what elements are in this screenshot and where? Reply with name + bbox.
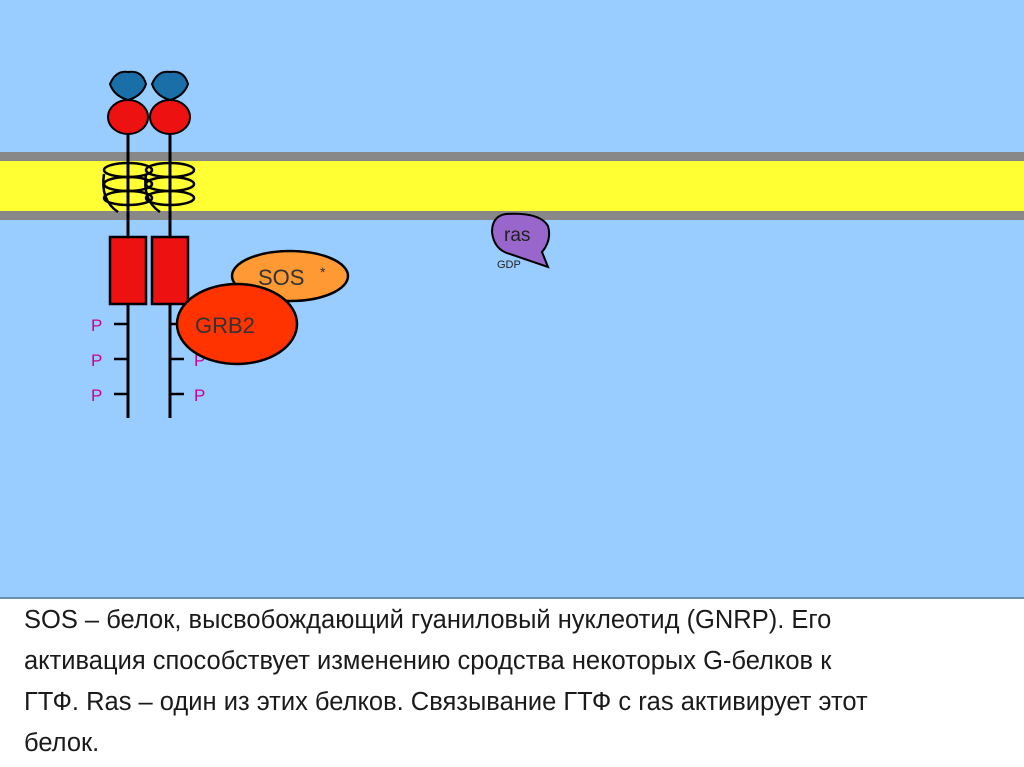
receptor-chain-2: P P (144, 70, 205, 418)
grb2-label: GRB2 (195, 313, 255, 338)
grb2-shape (175, 282, 299, 366)
signaling-diagram: P P P P P (0, 70, 1024, 418)
ras-shape (490, 212, 551, 269)
phosphate-label: P (194, 351, 205, 370)
caption-line: SOS – белок, высвобождающий гуаниловый н… (24, 606, 832, 634)
caption-line: белок. (24, 729, 100, 757)
ligand-2 (150, 70, 190, 102)
caption-line: активация способствует изменению сродств… (24, 647, 832, 675)
gdp-label: GDP (497, 259, 521, 271)
receptor-2-ligand-domain (149, 99, 191, 135)
receptor-1-kinase-domain (108, 235, 148, 306)
caption-line: ГТФ. Ras – один из этих белков. Связыван… (24, 688, 868, 716)
receptor-1-ligand-domain (107, 99, 149, 135)
phosphate-label: P (194, 386, 205, 405)
cell-membrane (0, 152, 1024, 220)
sos-label: SOS (258, 265, 304, 290)
phosphate-label: P (91, 316, 102, 335)
diagram-area: P P P P P (0, 0, 1024, 599)
membrane-top-edge (0, 152, 1024, 161)
receptor-chain-1: P P P (91, 70, 154, 418)
receptor-1-transmembrane-helix (102, 161, 154, 214)
caption-text: SOS – белок, высвобождающий гуаниловый н… (24, 600, 1024, 767)
receptor-2-kinase-domain (150, 235, 190, 306)
sos-activation-mark: * (320, 264, 326, 280)
receptor-2-transmembrane-helix (144, 161, 196, 214)
ras-protein: ras GDP (490, 212, 551, 271)
phosphate-label: P (91, 386, 102, 405)
receptor-dimer: P P P P P (91, 70, 205, 418)
grb2-protein: GRB2 (175, 282, 299, 366)
ras-label: ras (504, 225, 530, 246)
phosphate-label: P (91, 351, 102, 370)
ligand-1 (108, 70, 148, 102)
